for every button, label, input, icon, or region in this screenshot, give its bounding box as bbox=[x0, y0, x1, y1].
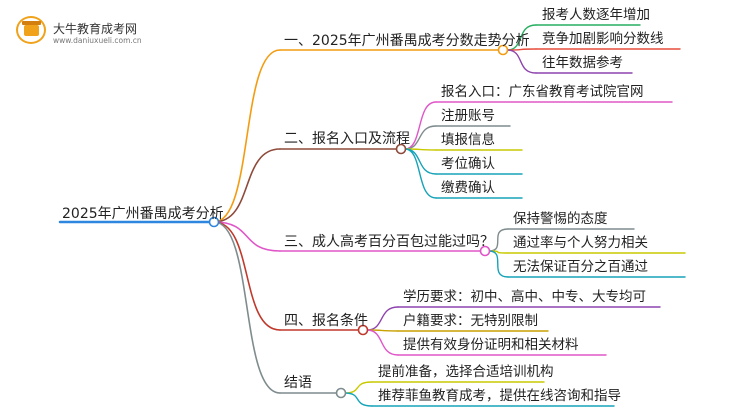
branch-1-node-dot bbox=[497, 44, 509, 56]
leaf-4-1: 学历要求：初中、高中、中专、大专均可 bbox=[403, 289, 646, 305]
branch-3-node-dot bbox=[479, 245, 491, 257]
leaf-2-4: 考位确认 bbox=[441, 156, 495, 172]
branch-4-connector bbox=[213, 221, 281, 331]
leaf-2-5: 缴费确认 bbox=[441, 180, 495, 196]
branch-1-connector bbox=[213, 49, 281, 223]
branch-2: 二、报名入口及流程 bbox=[284, 131, 410, 147]
leaf-5-1: 提前准备，选择合适培训机构 bbox=[378, 364, 554, 380]
leaf-4-3-connector bbox=[366, 329, 399, 356]
branch-5-node-dot bbox=[335, 387, 347, 399]
logo-url: www.daniuxueli.com.cn bbox=[53, 36, 142, 45]
leaf-4-2: 户籍要求：无特别限制 bbox=[403, 313, 538, 329]
leaf-4-1-connector bbox=[366, 306, 399, 331]
leaf-1-3-connector bbox=[506, 49, 537, 74]
leaf-2-5-connector bbox=[404, 148, 437, 199]
branch-3-connector bbox=[213, 221, 281, 252]
branch-5-connector bbox=[213, 221, 281, 394]
leaf-5-1-connector bbox=[344, 381, 373, 394]
leaf-2-2: 注册账号 bbox=[441, 108, 495, 124]
leaf-2-1: 报名入口：广东省教育考试院官网 bbox=[441, 84, 644, 100]
leaf-3-1: 保持警惕的态度 bbox=[513, 211, 608, 227]
logo-icon bbox=[16, 16, 46, 44]
leaf-3-3-connector bbox=[488, 250, 509, 278]
root-node-dot bbox=[208, 216, 220, 228]
branch-4-node-dot bbox=[357, 324, 369, 336]
leaf-3-2: 通过率与个人努力相关 bbox=[513, 235, 648, 251]
branch-2-connector bbox=[213, 148, 281, 223]
brand-logo: 大牛教育成考网 www.daniuxueli.com.cn bbox=[16, 14, 146, 48]
leaf-1-3: 往年数据参考 bbox=[542, 55, 623, 71]
branch-1: 一、2025年广州番禺成考分数走势分析 bbox=[284, 33, 530, 49]
branch-2-node-dot bbox=[395, 143, 407, 155]
branch-5: 结语 bbox=[284, 375, 312, 391]
leaf-3-3: 无法保证百分之百通过 bbox=[513, 259, 648, 275]
leaf-4-3: 提供有效身份证明和相关材料 bbox=[403, 337, 579, 353]
leaf-5-2: 推荐菲鱼教育成考，提供在线咨询和指导 bbox=[378, 388, 621, 404]
leaf-1-1: 报考人数逐年增加 bbox=[542, 7, 650, 23]
leaf-1-2: 竞争加剧影响分数线 bbox=[542, 31, 664, 47]
branch-3: 三、成人高考百分百包过能过吗？ bbox=[284, 234, 494, 250]
branch-4: 四、报名条件 bbox=[284, 313, 368, 329]
leaf-2-4-connector bbox=[404, 148, 437, 175]
root-node: 2025年广州番禺成考分析 bbox=[62, 206, 224, 222]
leaf-5-2-connector bbox=[344, 392, 373, 407]
leaf-2-3: 填报信息 bbox=[441, 132, 495, 148]
logo-name: 大牛教育成考网 bbox=[53, 22, 138, 36]
